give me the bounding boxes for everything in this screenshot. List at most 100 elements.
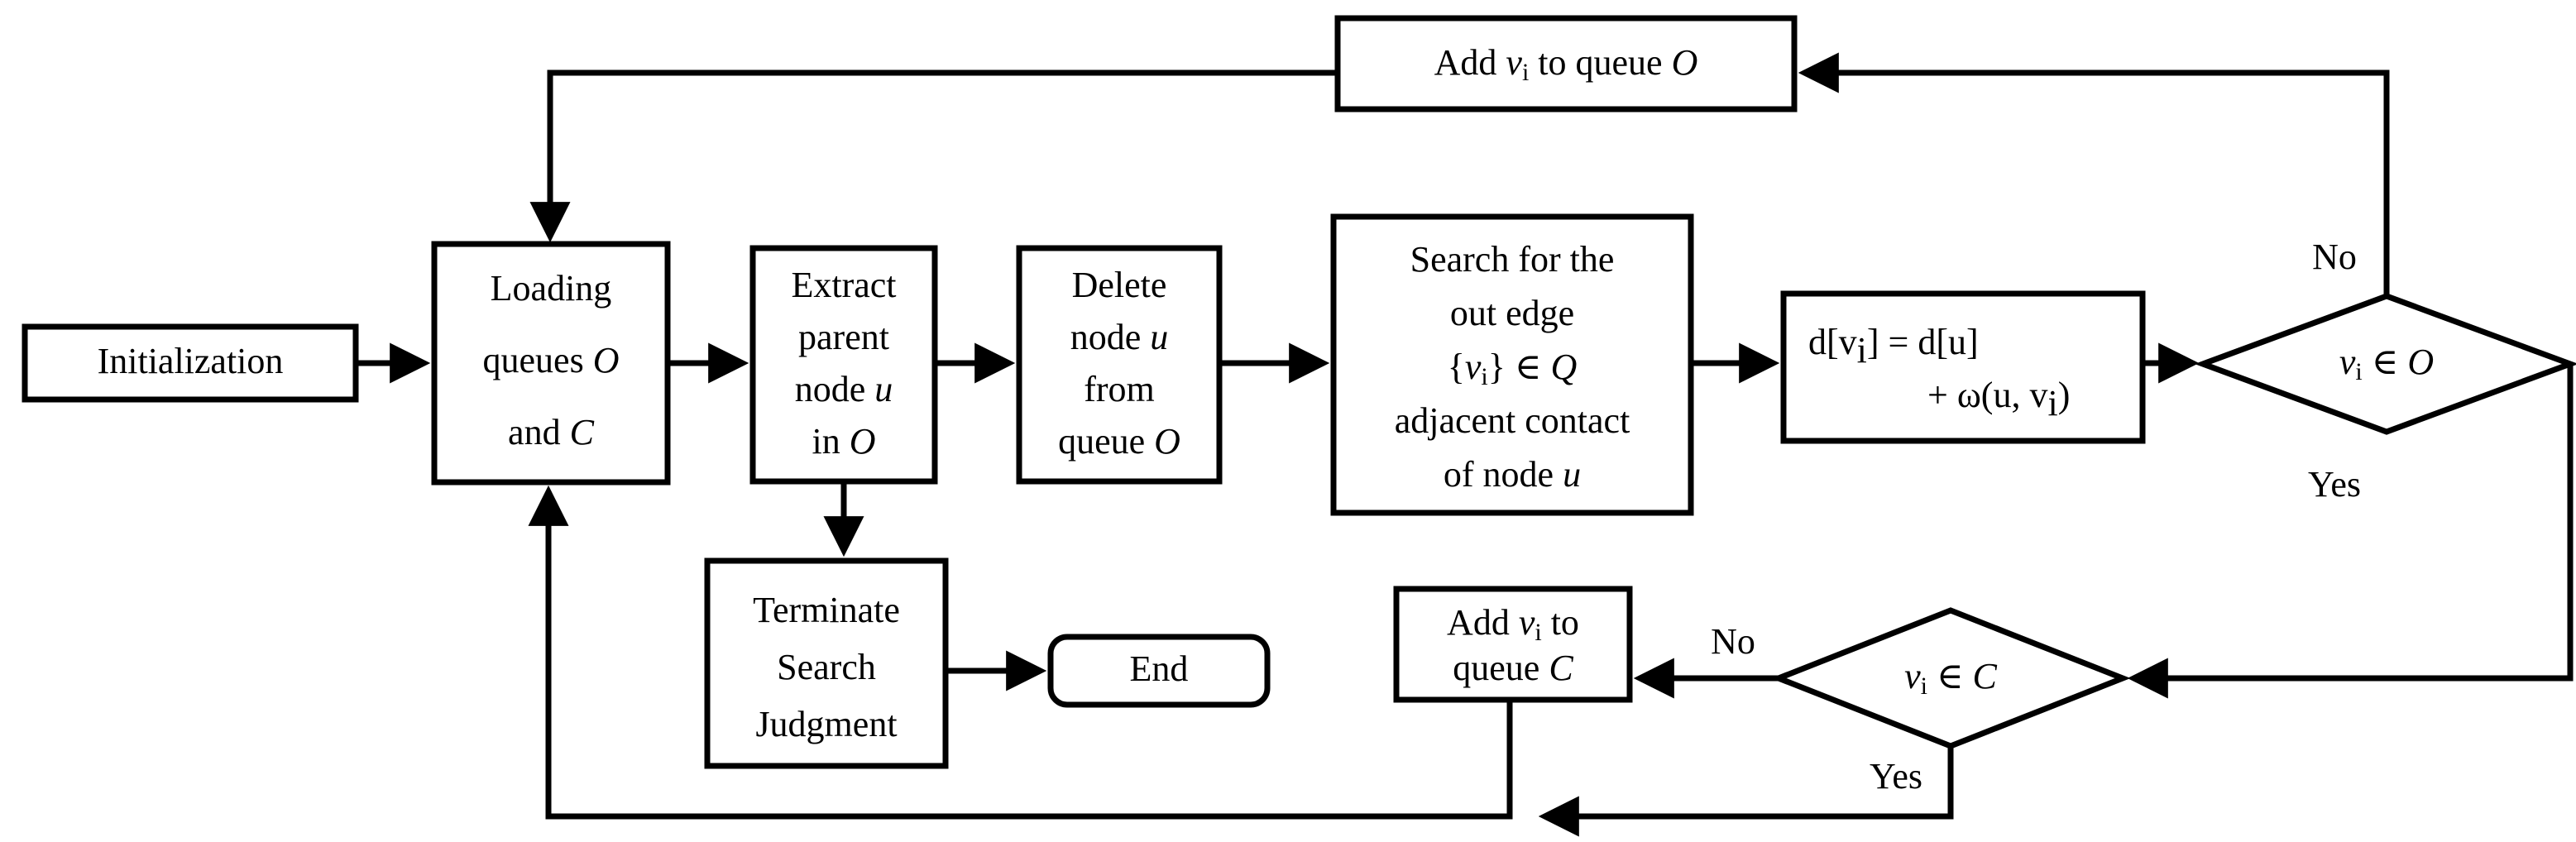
node-extract-parent-node[interactable]: Extract parent node u in O xyxy=(749,245,938,485)
node-loading-queues[interactable]: Loading queues O and C xyxy=(431,241,671,486)
search-line3-sub: i xyxy=(1481,363,1487,390)
formula-l1-a: d xyxy=(1808,322,1827,362)
formula-l2-a: + xyxy=(1927,375,1957,415)
delete-line2-a: node xyxy=(1070,317,1151,357)
add-c-l1-b: v xyxy=(1519,602,1535,643)
svg-text:Terminate: Terminate xyxy=(753,590,900,630)
search-line3-d: Q xyxy=(1550,347,1577,387)
node-decision-vi-in-o[interactable]: vi ∈ O xyxy=(2194,293,2576,435)
search-line3-a: { xyxy=(1448,347,1465,387)
delete-line4-a: queue xyxy=(1058,421,1154,462)
loading-line3-b: C xyxy=(570,412,595,452)
edge-label-decision-c-no: No xyxy=(1711,621,1755,662)
formula-l2-c: ( xyxy=(1981,375,1994,415)
node-search-out-edge[interactable]: Search for the out edge {vi} ∈ Q adjacen… xyxy=(1330,213,1694,516)
svg-text:parent: parent xyxy=(798,317,889,357)
svg-text:Search: Search xyxy=(777,647,876,687)
svg-text:Extract: Extract xyxy=(791,265,896,305)
decision-c-b: ∈ xyxy=(1927,656,1973,696)
search-line5-b: u xyxy=(1563,454,1581,495)
formula-l1-d: ] = xyxy=(1867,322,1918,362)
svg-text:node u: node u xyxy=(1070,317,1169,357)
edge-label-decision-c-yes: Yes xyxy=(1870,756,1922,797)
edge-decision-o-yes xyxy=(2127,364,2574,699)
connectors-layer xyxy=(356,52,2574,837)
extract-line1: Extract xyxy=(791,265,896,305)
add-c-l1-sub: i xyxy=(1535,619,1541,646)
extract-line3-b: u xyxy=(874,369,893,409)
edge-add-o-to-loading xyxy=(529,69,1338,243)
loading-line1: Loading xyxy=(491,268,612,309)
formula-l1-g: u xyxy=(1948,322,1966,362)
delete-line1: Delete xyxy=(1072,265,1167,305)
add-c-l2-a: queue xyxy=(1453,648,1549,688)
formula-l2-f: v xyxy=(2029,375,2047,415)
decision-o-c: O xyxy=(2407,342,2434,382)
svg-text:Search for the: Search for the xyxy=(1410,239,1615,280)
formula-l2-d: u xyxy=(1993,375,2011,415)
svg-text:queue O: queue O xyxy=(1058,421,1180,462)
terminate-line1: Terminate xyxy=(753,590,900,630)
svg-text:out edge: out edge xyxy=(1450,293,1574,333)
svg-text:d[vi] = d[u]: d[vi] = d[u] xyxy=(1808,322,1979,371)
svg-text:from: from xyxy=(1084,369,1155,409)
edge-labels-layer: No Yes No Yes xyxy=(1711,237,2361,797)
search-line5-a: of node xyxy=(1444,454,1563,495)
edge-decision-c-yes xyxy=(1538,746,1954,837)
loading-line2-b: O xyxy=(593,340,620,380)
svg-text:in O: in O xyxy=(812,421,875,462)
formula-l1-b: [ xyxy=(1827,322,1839,362)
formula-l1-h: ] xyxy=(1966,322,1979,362)
add-c-l2-b: C xyxy=(1549,648,1573,688)
node-initialization[interactable]: Initialization xyxy=(22,323,359,403)
extract-line2: parent xyxy=(798,317,889,357)
add-o-a: Add xyxy=(1434,42,1506,83)
search-line3-b: v xyxy=(1465,347,1482,387)
node-add-vi-to-queue-o[interactable]: Add vi to queue O xyxy=(1334,15,1798,112)
formula-l1-sub: i xyxy=(1857,330,1867,371)
formula-l2-g: ) xyxy=(2058,375,2071,415)
extract-line4-a: in xyxy=(812,421,849,462)
node-end[interactable]: End xyxy=(1047,634,1271,708)
initialization-label: Initialization xyxy=(98,341,284,381)
node-add-vi-to-queue-c[interactable]: Add vi to queue C xyxy=(1393,586,1633,703)
svg-text:Add vi to: Add vi to xyxy=(1447,602,1579,646)
node-terminate-search-judgment[interactable]: Terminate Search Judgment xyxy=(704,557,949,769)
svg-text:of node u: of node u xyxy=(1444,454,1581,495)
extract-line4-b: O xyxy=(850,421,876,462)
svg-text:Add vi to queue O: Add vi to queue O xyxy=(1434,42,1698,86)
edge-label-decision-o-no: No xyxy=(2312,237,2357,277)
edge-add-c-to-loading xyxy=(528,485,1513,820)
formula-l2-sub: i xyxy=(2047,383,2057,423)
loading-line3-a: and xyxy=(508,412,570,452)
add-o-c: to queue xyxy=(1529,42,1671,83)
svg-text:Initialization: Initialization xyxy=(98,341,284,381)
svg-text:node u: node u xyxy=(795,369,893,409)
svg-text:queues O: queues O xyxy=(483,340,620,380)
svg-text:End: End xyxy=(1130,648,1189,689)
decision-o-b: ∈ xyxy=(2363,342,2408,382)
svg-text:queue C: queue C xyxy=(1453,648,1573,688)
end-label: End xyxy=(1130,648,1189,689)
node-decision-vi-in-c[interactable]: vi ∈ C xyxy=(1770,607,2131,749)
svg-text:{vi} ∈ Q: {vi} ∈ Q xyxy=(1448,347,1577,390)
add-c-l1-c: to xyxy=(1542,602,1579,643)
search-line3-c: } ∈ xyxy=(1488,347,1551,387)
node-distance-formula[interactable]: d[vi] = d[u] + ω(u, vi) xyxy=(1780,290,2146,444)
delete-line2-b: u xyxy=(1150,317,1168,357)
svg-text:vi ∈ C: vi ∈ C xyxy=(1904,656,1997,700)
node-delete-node[interactable]: Delete node u from queue O xyxy=(1016,245,1223,485)
add-c-l1-a: Add xyxy=(1447,602,1519,643)
add-o-b: v xyxy=(1506,42,1522,83)
formula-l2-b: ω xyxy=(1957,375,1981,415)
decision-c-sub: i xyxy=(1921,672,1927,700)
svg-text:Judgment: Judgment xyxy=(755,704,897,744)
loading-line2-a: queues xyxy=(483,340,593,380)
add-o-sub: i xyxy=(1522,59,1529,86)
svg-text:and C: and C xyxy=(508,412,595,452)
search-line1: Search for the xyxy=(1410,239,1615,280)
edge-decision-o-no xyxy=(1798,52,2390,296)
formula-l1-e: d xyxy=(1918,322,1936,362)
decision-o-a: v xyxy=(2339,342,2356,382)
delete-line3: from xyxy=(1084,369,1155,409)
